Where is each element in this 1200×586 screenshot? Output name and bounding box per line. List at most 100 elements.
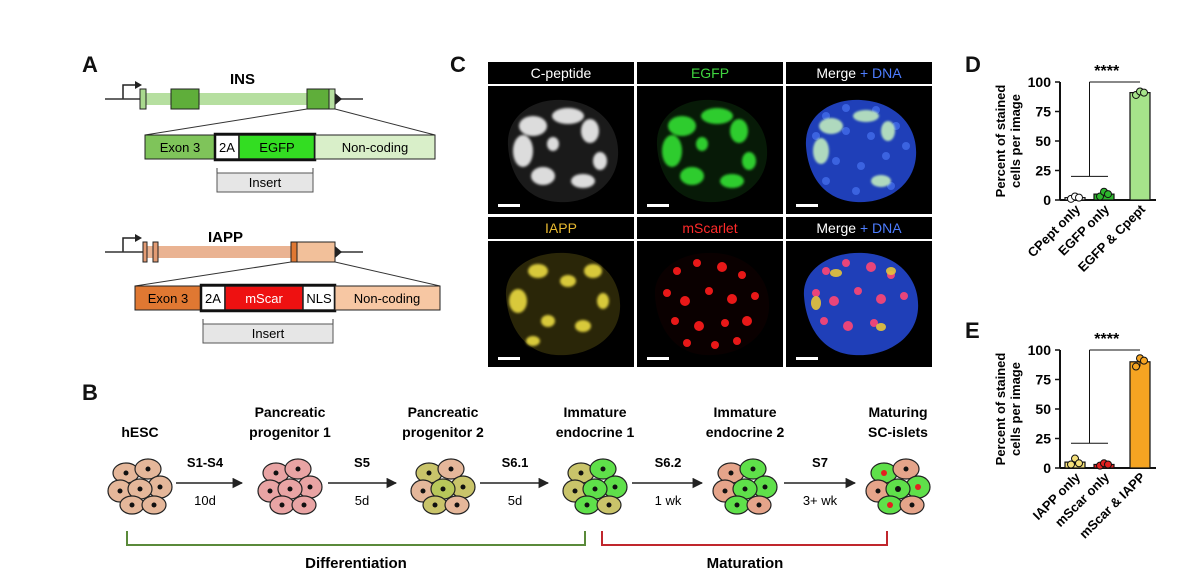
label-text: C-peptide	[530, 65, 592, 81]
label-extra: + DNA	[859, 220, 902, 236]
differentiation-bracket	[126, 531, 586, 546]
step-duration-3: 5d	[508, 493, 522, 508]
iapp-noncoding-label: Non-coding	[354, 291, 421, 306]
scale-bar	[647, 204, 669, 207]
step-duration-1: 10d	[194, 493, 216, 508]
ins-2a-label: 2A	[219, 140, 235, 155]
iapp-noncoding-block	[334, 285, 441, 311]
label-extra: + DNA	[859, 65, 902, 81]
y-axis-label-line1: Percent of stained	[993, 85, 1008, 198]
panel-b-differentiation-timeline: hESC Pancreatic progenitor 1 Pancreatic …	[107, 404, 931, 572]
iapp-exon3-block	[134, 285, 202, 311]
iapp-promoter-arrow-icon	[122, 237, 137, 252]
iapp-promoter-arrowhead-icon	[135, 234, 142, 242]
data-point	[1104, 460, 1112, 469]
y-tick-label: 75	[1035, 372, 1051, 388]
ins-exon-2	[170, 88, 200, 110]
y-axis-label-line1: Percent of stained	[993, 353, 1008, 466]
iapp-terminator-icon	[335, 246, 342, 258]
data-point	[1075, 459, 1083, 468]
ins-noncoding-label: Non-coding	[342, 140, 409, 155]
iapp-utr-block	[296, 241, 336, 263]
cell-cluster-pp2	[410, 458, 476, 515]
ins-insert-label: Insert	[249, 175, 282, 190]
phase-label-maturation: Maturation	[707, 555, 784, 572]
iapp-insert-bracket	[202, 319, 334, 325]
iapp-mscar-block	[224, 285, 304, 311]
significance-stars: ****	[1094, 63, 1120, 80]
step-duration-5: 3+ wk	[803, 493, 838, 508]
stage-name-ie1-line2: endocrine 1	[556, 424, 635, 440]
ins-gene-body	[140, 93, 332, 105]
iapp-2a-label: 2A	[205, 291, 221, 306]
category-label-3: mScar & IAPP	[1076, 469, 1148, 541]
stage-name-pp2-line2: progenitor 2	[402, 424, 484, 440]
promoter-arrowhead-icon	[135, 81, 142, 89]
data-point	[1140, 88, 1148, 97]
stage-name-pp2-line1: Pancreatic	[408, 404, 479, 420]
y-axis-label-line2: cells per image	[1008, 94, 1023, 188]
micrograph-cpeptide	[488, 86, 634, 214]
ins-insert-bracket	[216, 168, 314, 174]
step-label-s6-1: S6.1	[502, 455, 529, 470]
y-tick-label: 0	[1043, 192, 1051, 208]
iapp-gene-name: IAPP	[208, 229, 243, 246]
micrograph-label-cpeptide: C-peptide	[488, 62, 634, 84]
stage-name-islet-line2: SC-islets	[868, 424, 928, 440]
y-tick-label: 0	[1043, 460, 1051, 476]
bar-3	[1129, 92, 1151, 201]
y-axis-label-line2: cells per image	[1008, 362, 1023, 456]
micrograph-iapp	[488, 241, 634, 367]
label-text: Merge	[816, 220, 857, 236]
cell-cluster-hesc	[107, 458, 173, 515]
label-text: IAPP	[545, 220, 577, 236]
iapp-nls-label: NLS	[306, 291, 332, 306]
ins-noncoding-block	[314, 134, 436, 160]
maturation-bracket	[601, 531, 888, 546]
step-label-s6-2: S6.2	[655, 455, 682, 470]
label-text: EGFP	[690, 65, 730, 81]
cell-cluster-pp1	[257, 458, 323, 515]
ins-insert-mark	[328, 88, 336, 110]
y-tick-label: 100	[1028, 74, 1052, 90]
data-point	[1132, 362, 1140, 371]
micrograph-egfp	[637, 86, 783, 214]
y-tick-label: 25	[1035, 163, 1051, 179]
scale-bar	[647, 357, 669, 360]
stage-name-ie2-line1: Immature	[713, 404, 776, 420]
y-tick-label: 100	[1028, 342, 1052, 358]
step-duration-4: 1 wk	[655, 493, 682, 508]
ins-gene-name: INS	[230, 71, 255, 88]
scale-bar	[796, 204, 818, 207]
significance-stars: ****	[1094, 331, 1120, 348]
iapp-zoom-line-right	[334, 261, 441, 287]
ins-exon3-label: Exon 3	[160, 140, 200, 155]
panel-label-d: D	[965, 52, 981, 77]
panel-label-b: B	[82, 380, 98, 405]
promoter-arrow-icon	[122, 84, 137, 99]
ins-gene-map: INS Exon 3 2A EGFP Non-coding Insert	[105, 71, 436, 193]
micrograph-label-mscarlet: mScarlet	[637, 217, 783, 239]
cell-cluster-ie1	[562, 458, 628, 515]
iapp-exon-2	[152, 241, 159, 263]
micrograph-label-merge-1: Merge + DNA	[786, 62, 932, 84]
scale-bar	[498, 357, 520, 360]
scale-bar	[498, 204, 520, 207]
iapp-gene-map: IAPP Exon 3 2A mScar NLS Non-coding Inse…	[105, 229, 441, 344]
ins-zoom-line-right	[334, 108, 436, 136]
iapp-insert-box	[202, 323, 334, 344]
panel-label-e: E	[965, 318, 980, 343]
panel-a-gene-constructs: INS Exon 3 2A EGFP Non-coding Insert IAP…	[105, 71, 441, 344]
step-duration-2: 5d	[355, 493, 369, 508]
data-point	[1140, 356, 1148, 365]
stage-name-hesc: hESC	[121, 424, 158, 440]
micrograph-merge-1	[786, 86, 932, 214]
stage-name-ie2-line2: endocrine 2	[706, 424, 785, 440]
stage-name-islet-line1: Maturing	[868, 404, 927, 420]
ins-insert-box	[216, 172, 314, 193]
iapp-exon-3	[290, 241, 298, 263]
iapp-zoom-line-left	[134, 261, 292, 287]
data-point	[1104, 190, 1112, 199]
